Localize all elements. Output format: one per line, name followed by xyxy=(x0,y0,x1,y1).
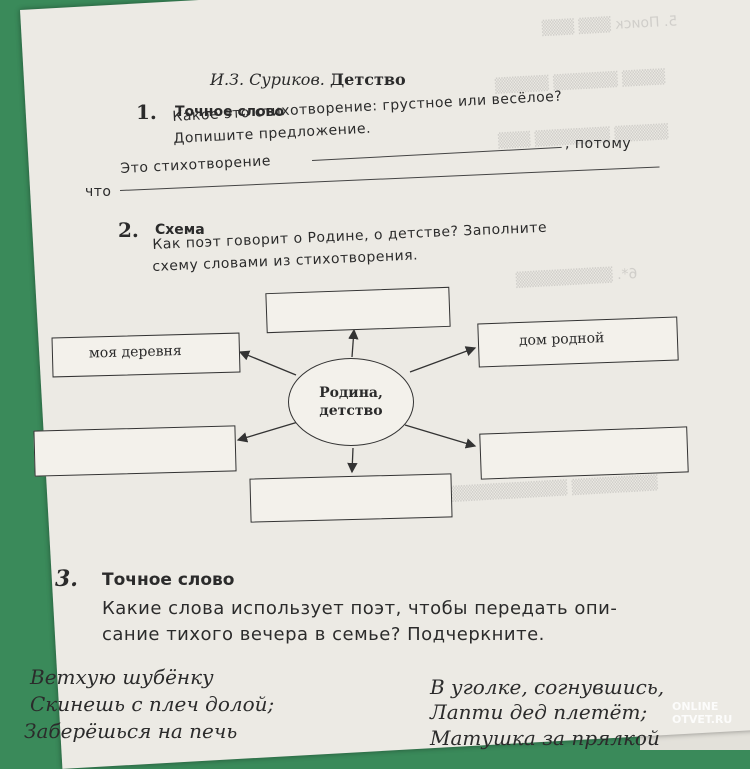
task1-title: Точное слово xyxy=(175,104,285,120)
scheme-arrows xyxy=(236,328,477,474)
scheme-box-bottom[interactable] xyxy=(249,473,453,523)
center-line-2: детство xyxy=(319,403,383,419)
task1-line2-start: что xyxy=(85,184,112,200)
task1-line1-end: , потому xyxy=(565,136,632,152)
arrow-bottom xyxy=(347,447,358,474)
arrow-right-bottom xyxy=(404,424,477,449)
scheme-box-top[interactable] xyxy=(265,286,451,334)
poem-right-line-1[interactable]: В уголке, согнувшись, xyxy=(430,675,665,699)
task3-title: Точное слово xyxy=(102,570,235,590)
task3-number: 3. xyxy=(55,566,78,592)
poem-right-line-2[interactable]: Лапти дед плетёт; xyxy=(430,700,648,724)
arrow-left-top xyxy=(238,350,297,376)
task1-number: 1. xyxy=(136,100,157,124)
scheme-box-left-bottom[interactable] xyxy=(33,425,237,477)
arrow-right-top xyxy=(409,346,477,373)
poem-left-line-3[interactable]: Заберёшься на печь xyxy=(24,719,238,743)
task3-question-cont: сание тихого вечера в семье? Подчеркните… xyxy=(102,624,545,645)
task2-number: 2. xyxy=(118,218,139,242)
center-line-1: Родина, xyxy=(319,385,383,401)
page-header: И.З. Суриков. Детство xyxy=(210,70,406,89)
arrow-top xyxy=(348,328,359,358)
scheme-box-right-bottom[interactable] xyxy=(479,426,689,480)
poem-right-line-3[interactable]: Матушка за прялкой xyxy=(430,726,660,750)
watermark: ONLINE OTVET.RU xyxy=(672,700,733,726)
poem-left-line-2[interactable]: Скинешь с плеч долой; xyxy=(30,692,275,716)
scheme-center: Родина, детство xyxy=(288,358,414,446)
scheme-box-right-top[interactable]: дом родной xyxy=(477,316,679,368)
task3-question: Какие слова использует поэт, чтобы перед… xyxy=(102,598,618,619)
poem-title: Детство xyxy=(329,70,406,89)
poem-left-line-1[interactable]: Ветхую шубёнку xyxy=(30,665,214,689)
author-name: И.З. Суриков. xyxy=(210,70,325,89)
scheme-box-left-top[interactable]: моя деревня xyxy=(51,332,241,378)
scheme-label-right: дом родной xyxy=(518,330,605,350)
task2-title: Схема xyxy=(155,222,205,238)
scheme-label-left: моя деревня xyxy=(88,343,182,362)
arrow-left-bottom xyxy=(236,421,299,443)
